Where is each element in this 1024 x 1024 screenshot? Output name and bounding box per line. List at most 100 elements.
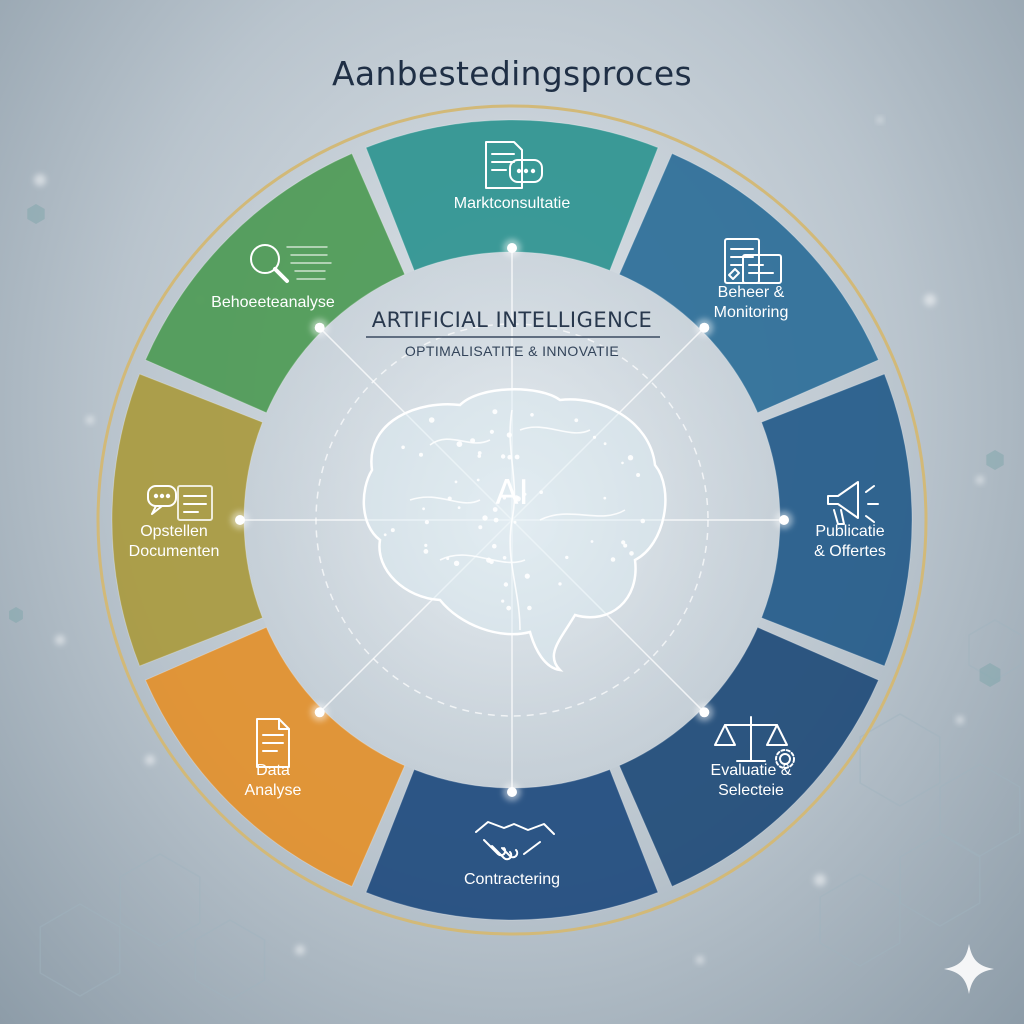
segment-label: Contractering xyxy=(464,871,560,888)
brain-node xyxy=(383,533,387,537)
brain-node xyxy=(603,442,607,446)
segment-marktconsultatie: Marktconsultatie xyxy=(365,119,659,272)
segment-label-line: Monitoring xyxy=(714,304,789,321)
brain-node xyxy=(424,520,429,525)
segment-label: Publicatie & Offertes xyxy=(814,523,886,560)
connector-node xyxy=(314,707,325,718)
segment-behoefteanalyse: Behoeeteanalyse xyxy=(144,152,406,414)
brain-node xyxy=(456,441,463,447)
bokeh-dot xyxy=(956,716,964,724)
connector-node xyxy=(235,515,245,525)
brain-node xyxy=(493,517,499,523)
segment-beheer: Beheer &Monitoring xyxy=(618,152,880,414)
brain-node xyxy=(524,573,530,579)
segment-label-line: Publicatie xyxy=(815,523,884,540)
connector-node xyxy=(779,515,789,525)
segment-evaluatie: Evaluatie & Selecteie xyxy=(618,626,880,888)
brain-node xyxy=(492,507,498,512)
segment-label-line: Marktconsultatie xyxy=(454,195,571,212)
brain-node xyxy=(636,473,641,477)
brain-node xyxy=(610,557,616,562)
brain-node xyxy=(477,454,482,458)
brain-node xyxy=(401,445,405,450)
brain-node xyxy=(507,454,512,460)
segment-label-line: Evaluatie & xyxy=(711,762,792,779)
bokeh-dot xyxy=(696,956,704,964)
brain-node xyxy=(390,528,395,533)
brain-node xyxy=(419,452,423,457)
hexagon-shape xyxy=(859,713,941,807)
chat-list-icon xyxy=(147,485,213,521)
segment-label-line: Data xyxy=(256,762,290,779)
outer-gold-ring xyxy=(96,104,928,936)
brain-node xyxy=(539,490,543,495)
hexagon-shape xyxy=(119,853,201,947)
brain-node xyxy=(506,432,512,438)
brain-node xyxy=(477,451,482,455)
brain-node xyxy=(503,582,509,587)
brain-node xyxy=(428,417,435,423)
segment-label-line: Contractering xyxy=(464,871,560,888)
sparkle-icon xyxy=(944,944,994,994)
segment-shape xyxy=(365,119,659,272)
segment-shape xyxy=(365,768,659,921)
brain-node xyxy=(457,506,461,510)
segment-label-line: Documenten xyxy=(129,543,220,560)
brain-node xyxy=(422,507,425,511)
center-title: ARTIFICIAL INTELLIGENCE xyxy=(372,308,653,332)
connector-node xyxy=(699,322,710,333)
segment-label-line: Opstellen xyxy=(140,523,208,540)
segment-label-line: & Offertes xyxy=(814,543,886,560)
segment-label-line: Selecteie xyxy=(718,782,784,799)
segment-label: Evaluatie & Selecteie xyxy=(711,762,792,799)
brain-node xyxy=(565,555,569,560)
brain-node xyxy=(470,438,476,444)
bokeh-dot xyxy=(814,874,826,886)
bokeh-dot xyxy=(145,755,155,765)
brain-node xyxy=(621,461,624,465)
handshake-icon xyxy=(475,821,555,861)
page-title: Aanbestedingsproces xyxy=(332,54,692,93)
connector-node xyxy=(507,243,517,253)
brain-node xyxy=(640,518,646,524)
document-chat-icon xyxy=(485,141,543,189)
bokeh-dot xyxy=(924,294,936,306)
connector-line xyxy=(319,327,513,521)
bokeh-dot xyxy=(34,174,46,186)
brain-node xyxy=(446,557,450,561)
brain-node xyxy=(627,455,634,461)
segment-label: Marktconsultatie xyxy=(454,195,571,212)
hexagon-shape xyxy=(968,619,1022,681)
segment-label-line: Behoeeteanalyse xyxy=(211,294,335,311)
segment-shape xyxy=(618,626,880,888)
connector-node xyxy=(507,787,517,797)
connector-node xyxy=(699,707,710,718)
documents-icon xyxy=(724,237,783,284)
brain-node xyxy=(558,582,562,586)
bokeh-dot xyxy=(55,635,65,645)
brain-node xyxy=(486,557,492,563)
brain-node xyxy=(478,525,483,530)
segment-shape xyxy=(144,152,406,414)
ai-label: AI xyxy=(495,473,528,513)
brain-node xyxy=(447,496,452,501)
hexagon-badge xyxy=(9,607,23,623)
brain-node xyxy=(492,543,497,549)
hexagon-shape xyxy=(819,873,901,967)
brain-network-dots xyxy=(383,409,646,611)
brain-node xyxy=(629,551,634,556)
brain-node xyxy=(482,515,488,521)
segment-label: Beheer &Monitoring xyxy=(714,284,789,321)
brain-icon xyxy=(362,388,667,672)
segment-publicatie: Publicatie & Offertes xyxy=(760,373,913,667)
brain-node xyxy=(603,496,607,500)
bokeh-dot xyxy=(86,416,94,424)
brain-node xyxy=(489,429,494,434)
segment-label-line: Analyse xyxy=(245,782,302,799)
bokeh-dot xyxy=(976,476,984,484)
brain-node xyxy=(574,418,579,423)
connector-line xyxy=(319,519,513,713)
